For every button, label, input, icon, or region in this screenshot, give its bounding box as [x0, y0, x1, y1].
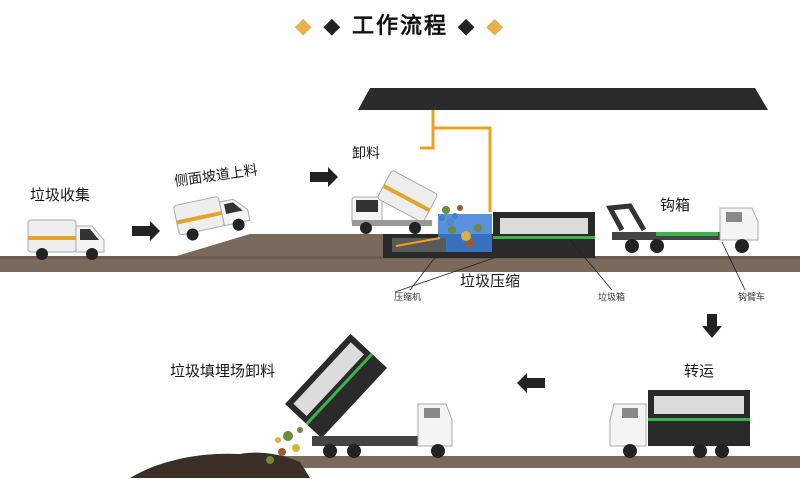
- arrow-left: [517, 373, 545, 393]
- leader-bin: [569, 239, 613, 291]
- part-compressor-label: 压缩机: [394, 291, 421, 303]
- step-landfill-label: 垃圾填埋场卸料: [170, 362, 275, 380]
- step-collect-label: 垃圾收集: [30, 186, 90, 204]
- page-title: ◆ ◆ 工作流程 ◆ ◆: [0, 8, 800, 40]
- step-unload-label: 卸料: [352, 146, 380, 162]
- part-hook-truck-label: 钩臂车: [738, 291, 765, 303]
- diamond-icon: ◆: [457, 14, 477, 39]
- part-bin-label: 垃圾箱: [598, 291, 625, 303]
- step-hook-label: 钩箱: [660, 196, 690, 214]
- hook-lift-truck: [606, 203, 759, 253]
- leader-hook-truck: [721, 241, 746, 291]
- arrow-right-1: [132, 221, 160, 241]
- arrow-right-2: [310, 167, 338, 187]
- landfill-pile: [130, 427, 310, 478]
- compression-station: [383, 212, 595, 293]
- step-compress-label: 垃圾压缩: [460, 272, 520, 290]
- orange-pipe: [420, 110, 492, 212]
- lower-ground: [280, 456, 800, 468]
- title-text: 工作流程: [351, 14, 448, 39]
- step-ramp-label: 侧面坡道上料: [173, 162, 258, 190]
- leader-compressor: [409, 254, 438, 291]
- unloading-van: [351, 170, 463, 234]
- arrow-down: [702, 314, 722, 338]
- diamond-icon: ◆: [323, 14, 343, 39]
- ramp-van: [173, 196, 251, 241]
- transfer-truck: [609, 390, 750, 458]
- collection-van: [27, 219, 105, 260]
- diamond-icon: ◆: [294, 14, 314, 39]
- step-transfer-label: 转运: [684, 362, 714, 380]
- dump-truck: [285, 333, 453, 458]
- diamond-icon: ◆: [486, 14, 506, 39]
- canopy-roof: [358, 88, 768, 110]
